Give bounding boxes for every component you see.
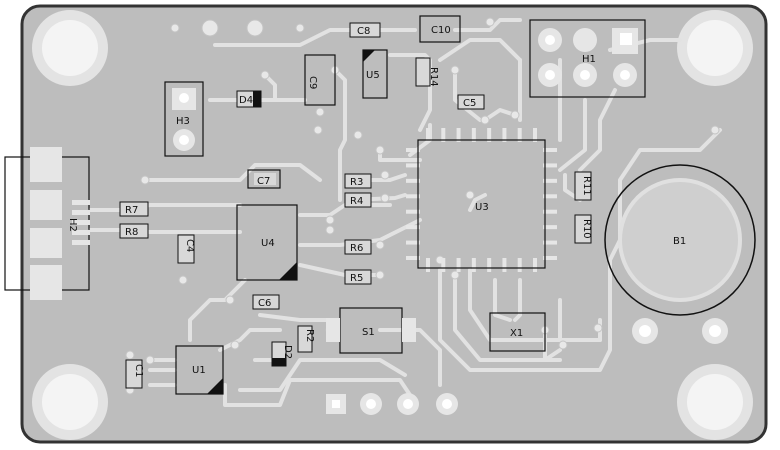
r6-label: R6 — [350, 243, 363, 254]
b1-label: B1 — [673, 236, 686, 247]
x1-crystal: X1 — [489, 312, 546, 352]
r6-resistor: R6 — [344, 239, 372, 255]
c4-cap: C4 — [177, 234, 195, 264]
d4-diode: D4 — [236, 90, 262, 108]
r7-resistor: R7 — [119, 201, 149, 217]
u3-pin-pad — [426, 258, 430, 272]
c1-label: C1 — [133, 364, 144, 377]
r10-label: R10 — [581, 219, 592, 239]
c10-label: C10 — [431, 25, 451, 36]
r10-resistor: R10 — [574, 214, 592, 244]
u3-pin-pad — [406, 194, 420, 199]
c7-label: C7 — [257, 176, 270, 187]
u3-pin-pad — [441, 258, 446, 272]
u3-pin-pad — [441, 128, 446, 142]
u3-pin-pad — [471, 128, 476, 142]
bottom-pads — [326, 318, 728, 415]
u3-pin-pad — [543, 148, 557, 152]
r11-label: R11 — [581, 176, 592, 196]
u3-pin-pad — [543, 240, 557, 245]
u3-pin-pad — [456, 128, 461, 142]
h2-label: H2 — [67, 218, 78, 232]
u3-pin-pad — [406, 240, 420, 245]
u3-pin-pad — [406, 209, 420, 214]
u3-pin-pad — [406, 163, 420, 168]
h3-header: H3 — [164, 81, 204, 157]
u3-pin-pad — [543, 256, 557, 260]
b1-battery: B1 — [604, 164, 756, 316]
u3-pin-pad — [406, 148, 420, 152]
u3-pin-pad — [543, 178, 557, 183]
c1-cap: C1 — [125, 359, 144, 389]
u3-pin-pad — [502, 258, 507, 272]
u3-pin-pad — [456, 258, 461, 272]
h1-header: H1 — [529, 19, 646, 98]
h3-label: H3 — [176, 116, 190, 127]
u1-label: U1 — [192, 365, 206, 376]
c9-cap: C9 — [304, 54, 336, 106]
c5-cap: C5 — [457, 94, 485, 110]
c8-cap: C8 — [349, 22, 381, 38]
c6-cap: C6 — [252, 294, 280, 310]
u3-pin-pad — [487, 128, 492, 142]
u3-pin-pad — [543, 225, 557, 230]
u3-pin-pad — [517, 128, 522, 142]
c5-label: C5 — [463, 98, 476, 109]
u3-mcu: U3 — [406, 128, 557, 272]
r7-label: R7 — [125, 205, 138, 216]
r8-resistor: R8 — [119, 223, 149, 239]
board-outline — [20, 4, 768, 444]
u1-ic: U1 — [175, 345, 224, 395]
r4-resistor: R4 — [344, 192, 372, 208]
u3-pin-pad — [543, 209, 557, 214]
top-pads — [201, 19, 264, 37]
u3-pin-pad — [543, 163, 557, 168]
c8-label: C8 — [357, 26, 370, 37]
r14-label: R14 — [428, 67, 439, 87]
r5-label: R5 — [350, 273, 363, 284]
u3-pin-pad — [487, 258, 492, 272]
c9-label: C9 — [307, 76, 318, 89]
r14-resistor: R14 — [415, 57, 439, 87]
u3-pin-pad — [406, 225, 420, 230]
r2-label: R2 — [304, 329, 315, 342]
r5-resistor: R5 — [344, 269, 372, 285]
c4-label: C4 — [184, 239, 195, 252]
h2-connector: H2 — [4, 147, 90, 300]
c7-cap: C7 — [247, 169, 281, 189]
u3-pin-pad — [502, 128, 507, 142]
h1-label: H1 — [582, 54, 596, 65]
r11-resistor: R11 — [574, 171, 592, 201]
u3-pin-pad — [406, 256, 420, 260]
s1-label: S1 — [362, 327, 375, 338]
u3-pin-pad — [533, 128, 537, 142]
u3-pin-pad — [426, 128, 430, 142]
u3-pin-pad — [471, 258, 476, 272]
d4-label: D4 — [239, 95, 253, 106]
u3-pin-pad — [406, 178, 420, 183]
r4-label: R4 — [350, 196, 363, 207]
u3-pin-pad — [517, 258, 522, 272]
c6-label: C6 — [258, 298, 271, 309]
r3-label: R3 — [350, 177, 363, 188]
u4-label: U4 — [261, 238, 275, 249]
u5-ic: U5 — [362, 49, 388, 99]
u3-label: U3 — [475, 202, 489, 213]
u4-ic: U4 — [236, 204, 298, 281]
mounting-holes — [32, 10, 753, 440]
u3-pin-pad — [543, 194, 557, 199]
c10-cap: C10 — [419, 15, 461, 43]
d2-label: D2 — [282, 345, 293, 359]
r8-label: R8 — [125, 227, 138, 238]
r3-resistor: R3 — [344, 173, 372, 189]
x1-label: X1 — [510, 328, 523, 339]
s1-switch: S1 — [326, 307, 416, 354]
u5-label: U5 — [366, 70, 380, 81]
r2-resistor: R2 — [297, 325, 315, 353]
u3-pin-pad — [533, 258, 537, 272]
d2-diode: D2 — [271, 341, 293, 367]
